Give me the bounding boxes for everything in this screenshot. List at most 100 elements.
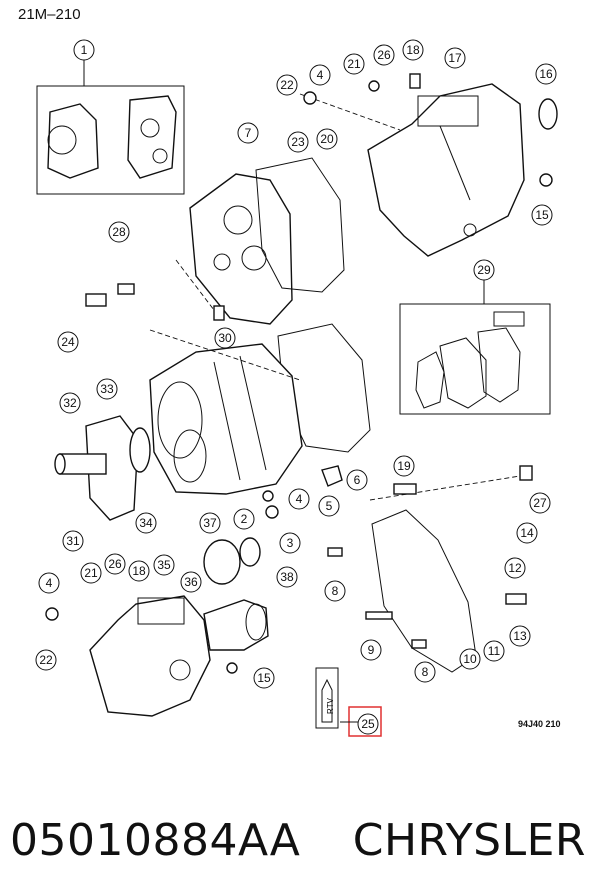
callout-16: 16 [535, 63, 557, 85]
callout-12: 12 [504, 557, 526, 579]
callout-8: 8 [324, 580, 346, 602]
callout-number: 18 [406, 43, 420, 57]
callout-number: 32 [63, 396, 77, 410]
callout-circle [38, 572, 60, 594]
callout-circle [276, 74, 298, 96]
callout-number: 15 [535, 208, 549, 222]
figure-code: 21M–210 [18, 6, 81, 23]
diagram-canvas: RTV 122421261817167232015282924303332619… [35, 39, 558, 737]
rtv-label: RTV [326, 697, 335, 714]
main-transmission-case [149, 343, 303, 495]
assembly-line-4 [175, 259, 215, 311]
callout-number: 1 [81, 43, 88, 57]
callout-18: 18 [402, 39, 424, 61]
drawing-reference: 94J40 210 [518, 719, 561, 729]
bearing-37 [203, 539, 241, 585]
callout-28: 28 [108, 221, 130, 243]
callout-18: 18 [128, 560, 150, 582]
callout-circle [393, 455, 415, 477]
callout-number: 26 [377, 48, 391, 62]
callout-number: 17 [448, 51, 462, 65]
callout-number: 30 [218, 331, 232, 345]
callout-circle [318, 495, 340, 517]
callout-circle [180, 571, 202, 593]
callout-15: 15 [253, 667, 275, 689]
callout-number: 8 [422, 665, 429, 679]
adapter-plate [189, 173, 293, 325]
callout-27: 27 [529, 492, 551, 514]
callout-22: 22 [276, 74, 298, 96]
callout-circle [59, 392, 81, 414]
assembly-line-1 [299, 93, 401, 131]
callout-circle [316, 128, 338, 150]
callout-number: 22 [280, 78, 294, 92]
callout-circle [346, 469, 368, 491]
callout-15: 15 [531, 204, 553, 226]
callout-number: 21 [347, 57, 361, 71]
callout-26: 26 [373, 44, 395, 66]
callout-29: 29 [473, 259, 495, 281]
callout-number: 11 [488, 644, 501, 658]
callout-34: 34 [135, 512, 157, 534]
callout-circle [414, 661, 436, 683]
callout-number: 31 [66, 534, 80, 548]
callout-number: 24 [61, 335, 75, 349]
callout-circle [459, 648, 481, 670]
callout-number: 4 [46, 576, 53, 590]
callout-38: 38 [276, 566, 298, 588]
callout-number: 34 [139, 516, 153, 530]
callout-number: 28 [112, 225, 126, 239]
callout-circle [135, 512, 157, 534]
caption-bar: 05010884AA CHRYSLER [0, 790, 600, 890]
callout-36: 36 [180, 571, 202, 593]
callout-number: 4 [317, 68, 324, 82]
callout-17: 17 [444, 47, 466, 69]
inset-front-housing [36, 60, 185, 195]
callout-number: 6 [354, 473, 361, 487]
callout-number: 29 [477, 263, 491, 277]
brand-name: CHRYSLER [352, 814, 586, 866]
callout-circle [62, 530, 84, 552]
callout-number: 16 [539, 67, 553, 81]
callout-4: 4 [309, 64, 331, 86]
callout-21: 21 [80, 562, 102, 584]
callout-circle [104, 553, 126, 575]
callout-number: 18 [132, 564, 146, 578]
callout-circle [504, 557, 526, 579]
callout-number: 13 [513, 629, 527, 643]
callout-23: 23 [287, 131, 309, 153]
callout-circle [128, 560, 150, 582]
callout-circle [153, 554, 175, 576]
callout-3: 3 [279, 532, 301, 554]
callout-13: 13 [509, 625, 531, 647]
callout-4: 4 [288, 488, 310, 510]
callout-circle [529, 492, 551, 514]
callout-number: 4 [296, 492, 303, 506]
callout-number: 14 [520, 526, 534, 540]
assembly-line-2 [149, 329, 301, 381]
callout-21: 21 [343, 53, 365, 75]
callout-circle [276, 566, 298, 588]
callout-circle [531, 204, 553, 226]
extension-housing-lower [89, 595, 269, 717]
callout-circle [214, 327, 236, 349]
callout-number: 33 [100, 382, 114, 396]
callout-circle [35, 649, 57, 671]
callout-circle [108, 221, 130, 243]
callout-circle [80, 562, 102, 584]
front-bearing-retainer [54, 415, 151, 521]
callout-26: 26 [104, 553, 126, 575]
callout-circle [73, 39, 95, 61]
callout-number: 37 [203, 516, 217, 530]
callout-25: 25 [357, 713, 379, 735]
callout-9: 9 [360, 639, 382, 661]
callout-number: 22 [39, 653, 53, 667]
callout-4: 4 [38, 572, 60, 594]
callout-circle [279, 532, 301, 554]
callout-number: 15 [257, 671, 271, 685]
callout-22: 22 [35, 649, 57, 671]
callout-31: 31 [62, 530, 84, 552]
inset-gaskets [399, 280, 551, 415]
callout-number: 5 [326, 499, 333, 513]
